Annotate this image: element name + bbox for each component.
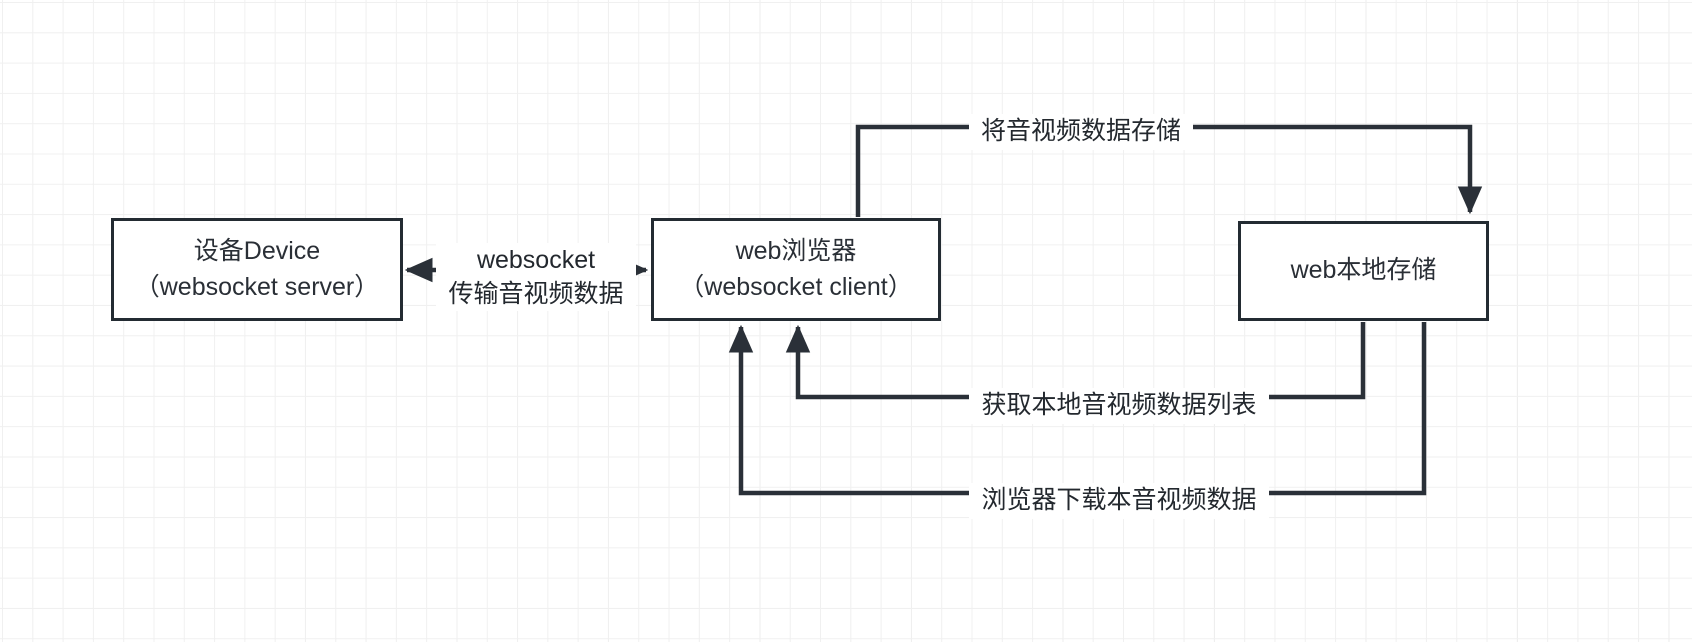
edge-label-store-media-text: 将音视频数据存储 (980, 117, 1181, 145)
edge-label-download-media: 浏览器下载本音视频数据 (969, 483, 1269, 519)
edge-label-websocket: websocket 传输音视频数据 (436, 243, 636, 311)
edge-label-fetch-media-list-text: 获取本地音视频数据列表 (981, 391, 1257, 419)
node-web-local-storage[interactable]: web本地存储 (1238, 221, 1489, 321)
edge-label-download-media-text: 浏览器下载本音视频数据 (981, 486, 1257, 514)
edge-label-websocket-line2: 传输音视频数据 (448, 280, 624, 308)
edge-label-store-media: 将音视频数据存储 (969, 114, 1193, 150)
node-device[interactable]: 设备Device （websocket server） (111, 218, 403, 321)
edge-label-websocket-line1: websocket (476, 246, 596, 274)
node-browser-line2: （websocket client） (679, 272, 913, 301)
node-device-line1: 设备Device (193, 237, 321, 265)
node-browser[interactable]: web浏览器 （websocket client） (651, 218, 941, 321)
edge-label-fetch-media-list: 获取本地音视频数据列表 (969, 388, 1269, 424)
node-device-line2: （websocket server） (134, 272, 380, 301)
node-browser-line1: web浏览器 (735, 237, 857, 265)
node-web-local-storage-line1: web本地存储 (1290, 256, 1437, 285)
edge-fetch-media-list (785, 322, 1366, 400)
